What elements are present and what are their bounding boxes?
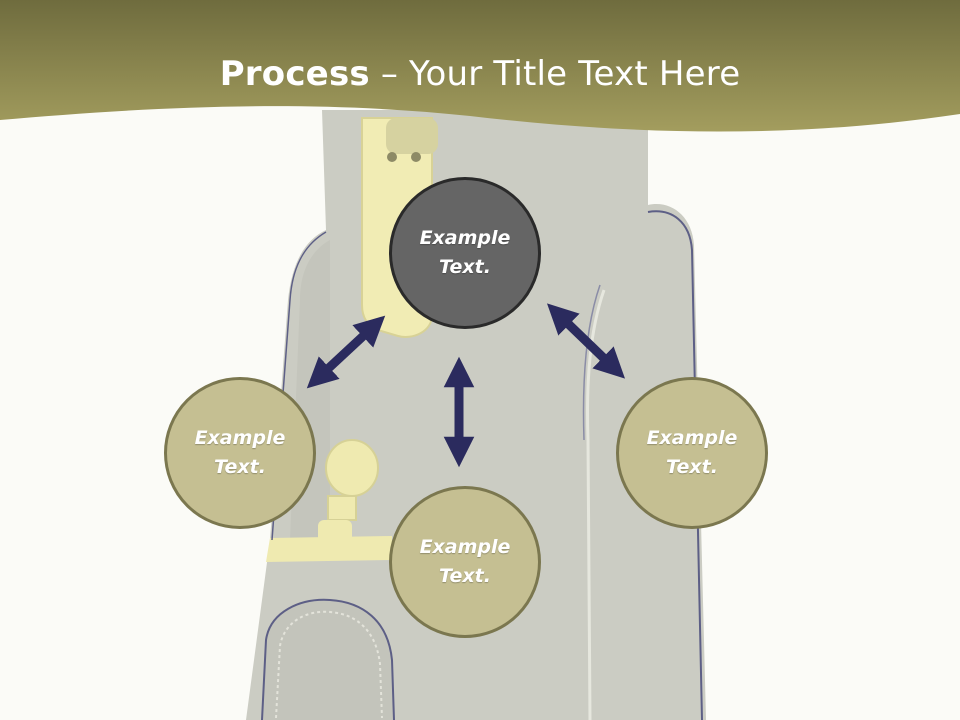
header-band	[0, 0, 960, 132]
bag-piping-right	[647, 210, 703, 720]
process-circle-top[interactable]: Example Text.	[389, 177, 541, 329]
strap-rivet	[411, 152, 421, 162]
circle-label: Example Text.	[194, 427, 286, 478]
bag-piping-left	[271, 231, 327, 541]
title-rest: – Your Title Text Here	[369, 54, 741, 94]
bag-pocket	[261, 598, 395, 720]
strap-rivet	[387, 152, 397, 162]
strap-buckle	[386, 118, 438, 154]
bag-zipper	[275, 610, 383, 719]
circle-label: Example Text.	[646, 427, 738, 478]
bag-tag-clip	[327, 495, 357, 521]
bag-tag-base	[318, 520, 352, 554]
process-circle-left[interactable]: Example Text.	[164, 377, 316, 529]
slide-title: Process – Your Title Text Here	[0, 52, 960, 96]
process-circle-right[interactable]: Example Text.	[616, 377, 768, 529]
process-circle-bottom[interactable]: Example Text.	[389, 486, 541, 638]
circle-label: Example Text.	[419, 536, 511, 587]
title-bold: Process	[219, 54, 370, 94]
bag-tag	[325, 439, 379, 497]
circle-label: Example Text.	[419, 227, 511, 278]
